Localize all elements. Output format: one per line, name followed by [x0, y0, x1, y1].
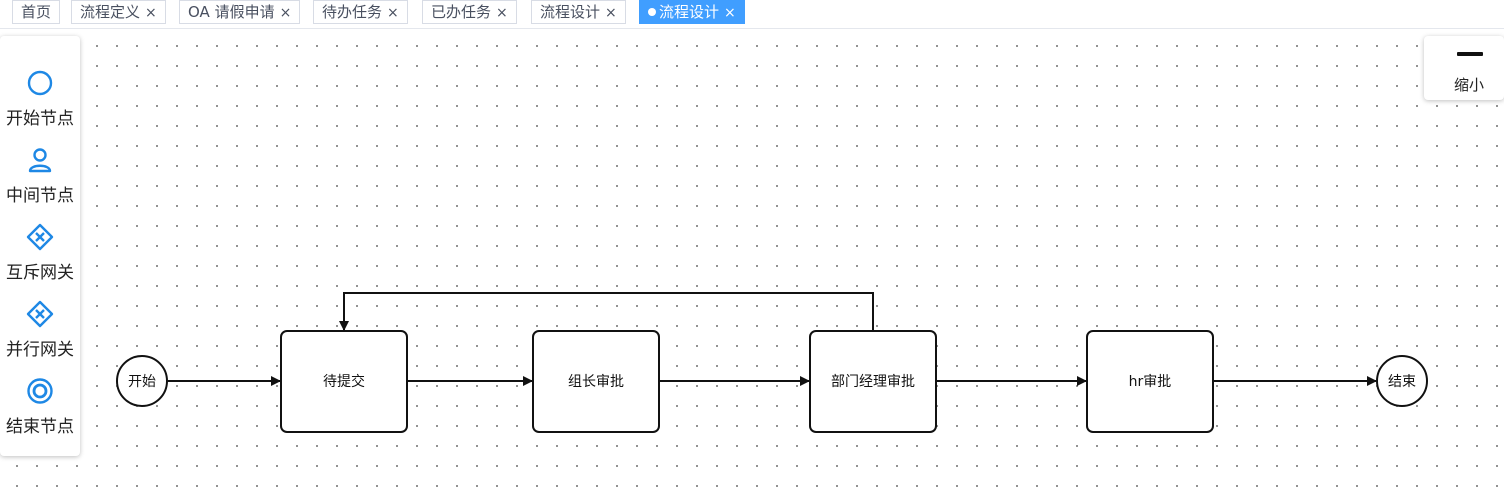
end-event-circle: [1376, 355, 1428, 407]
palette-label: 互斥网关: [6, 263, 74, 283]
user-icon: [28, 148, 52, 173]
close-icon[interactable]: ×: [387, 5, 399, 21]
task-hr-approval[interactable]: hr审批: [1086, 330, 1214, 433]
tab-label: 流程设计: [540, 3, 601, 21]
palette-label: 中间节点: [6, 186, 74, 206]
task-manager-approval[interactable]: 部门经理审批: [809, 330, 937, 433]
task-box: [809, 330, 937, 433]
edge-manager-back-to-pending[interactable]: [339, 292, 874, 331]
tab-label: 已办任务: [431, 3, 492, 21]
task-box: [1086, 330, 1214, 433]
palette-label: 并行网关: [6, 340, 74, 360]
tab-oa-leave-request[interactable]: OA 请假申请×: [179, 0, 301, 24]
task-label: 部门经理审批: [831, 374, 915, 390]
end-event[interactable]: 结束: [1376, 355, 1428, 407]
close-icon[interactable]: ×: [605, 5, 617, 21]
tab-process-definition[interactable]: 流程定义×: [71, 0, 166, 24]
tab-label: 待办任务: [322, 3, 383, 21]
designer-canvas[interactable]: [0, 29, 1504, 500]
close-icon[interactable]: ×: [724, 5, 736, 21]
task-leader-approval[interactable]: 组长审批: [532, 330, 660, 433]
palette-exclusive-gateway[interactable]: 互斥网关: [0, 222, 80, 292]
end-event-label: 结束: [1388, 374, 1416, 390]
start-event-label: 开始: [128, 374, 156, 390]
node-palette: 开始节点 中间节点 互斥网关 并行网关 结束节点: [0, 36, 80, 456]
task-label: hr审批: [1129, 374, 1172, 390]
task-pending-submit[interactable]: 待提交: [280, 330, 408, 433]
palette-label: 结束节点: [6, 417, 74, 437]
palette-end-node[interactable]: 结束节点: [0, 376, 80, 446]
close-icon[interactable]: ×: [279, 5, 292, 21]
tab-label: 首页: [21, 3, 52, 21]
palette-label: 开始节点: [6, 109, 74, 129]
zoom-out-label: 缩小: [1453, 76, 1484, 94]
tab-home[interactable]: 首页: [12, 0, 61, 24]
tab-label: OA 请假申请: [188, 3, 275, 21]
exclusive-gateway-icon: [26, 223, 54, 251]
tab-process-design-active[interactable]: 流程设计×: [639, 0, 745, 24]
tab-process-design[interactable]: 流程设计×: [531, 0, 626, 24]
close-icon[interactable]: ×: [145, 5, 157, 21]
parallel-gateway-icon: [26, 300, 54, 328]
tab-bar: 首页 流程定义× OA 请假申请× 待办任务× 已办任务× 流程设计× 流程设计…: [0, 0, 1504, 29]
task-label: 待提交: [323, 373, 365, 390]
circle-icon: [27, 70, 53, 96]
zoom-out-button[interactable]: 缩小: [1424, 36, 1504, 100]
edges: [168, 292, 1377, 386]
tab-todo-tasks[interactable]: 待办任务×: [313, 0, 408, 24]
tab-label: 流程设计: [659, 3, 720, 21]
minus-icon: [1457, 52, 1483, 56]
palette-parallel-gateway[interactable]: 并行网关: [0, 299, 80, 369]
task-box: [532, 330, 660, 433]
task-box: [280, 330, 408, 433]
start-event-circle: [116, 355, 168, 407]
close-icon[interactable]: ×: [496, 5, 508, 21]
tab-label: 流程定义: [80, 3, 141, 21]
tab-done-tasks[interactable]: 已办任务×: [422, 0, 517, 24]
palette-start-node[interactable]: 开始节点: [0, 68, 80, 138]
start-event[interactable]: 开始: [116, 355, 168, 407]
palette-middle-node[interactable]: 中间节点: [0, 145, 80, 215]
active-dot-icon: [648, 8, 656, 16]
end-circle-icon: [27, 378, 53, 404]
task-label: 组长审批: [568, 374, 624, 390]
